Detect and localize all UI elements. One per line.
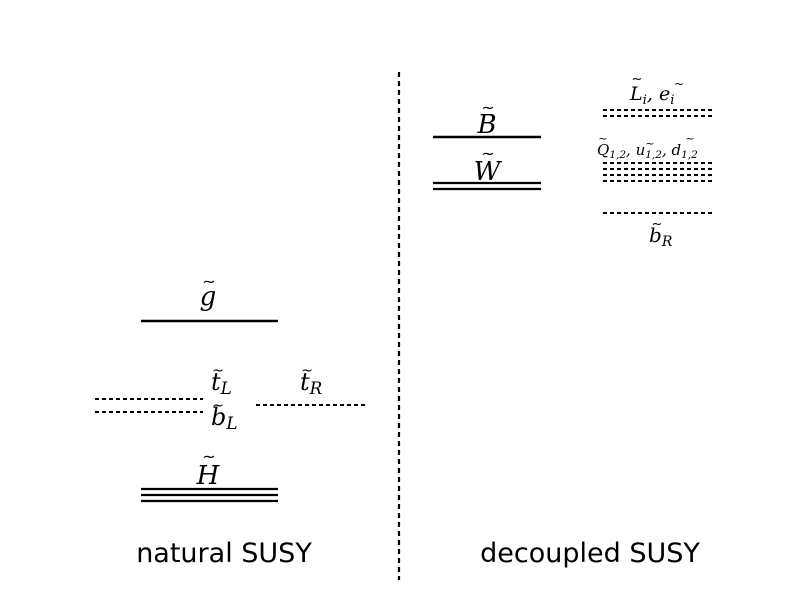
stop-left-label: ~ tL <box>211 363 232 398</box>
wino-label: W <box>474 157 503 187</box>
svg-text:~: ~ <box>301 363 313 379</box>
svg-text:~: ~ <box>685 132 694 145</box>
gluino-tilde: ~ <box>202 272 215 291</box>
sbottom-right-level: ~ bR <box>603 212 713 250</box>
squark-12-levels: ~ ~ ~ Q1,2, u1,2, d1,2 <box>597 132 713 182</box>
sbottom-left-label: ~ bL <box>211 398 238 433</box>
stop-right-label: tR <box>300 368 323 398</box>
svg-text:~: ~ <box>202 447 215 466</box>
svg-text:tL: tL <box>211 368 232 398</box>
svg-text:~: ~ <box>212 363 224 379</box>
wino-level: ~ W <box>433 144 541 191</box>
gluino-label: g <box>200 282 217 312</box>
svg-text:~: ~ <box>674 77 684 91</box>
svg-text:~: ~ <box>481 144 494 163</box>
svg-text:~: ~ <box>598 132 607 145</box>
stop-sbottom-left-levels: ~ tL ~ bL <box>95 363 238 433</box>
bino-level: ~ B <box>433 98 541 140</box>
svg-text:~: ~ <box>645 137 654 150</box>
svg-text:~: ~ <box>481 98 494 117</box>
slepton-label: Li, ei <box>629 83 675 108</box>
svg-text:~: ~ <box>212 398 224 414</box>
stop-right-level: ~ tR <box>256 363 365 406</box>
squark-12-label: Q1,2, u1,2, d1,2 <box>597 141 698 161</box>
decoupled-susy-caption: decoupled SUSY <box>480 538 700 569</box>
svg-text:~: ~ <box>652 217 663 232</box>
bino-label: B <box>476 110 496 140</box>
higgsino-label: H <box>196 461 221 491</box>
gluino-level: g ~ <box>141 272 278 323</box>
svg-text:bL: bL <box>211 403 238 433</box>
natural-susy-caption: natural SUSY <box>136 538 312 569</box>
slepton-levels: ~ ~ Li, ei <box>603 72 713 117</box>
svg-text:~: ~ <box>632 72 643 87</box>
higgsino-level: ~ H <box>141 447 278 503</box>
sbottom-right-label: bR <box>649 223 673 250</box>
